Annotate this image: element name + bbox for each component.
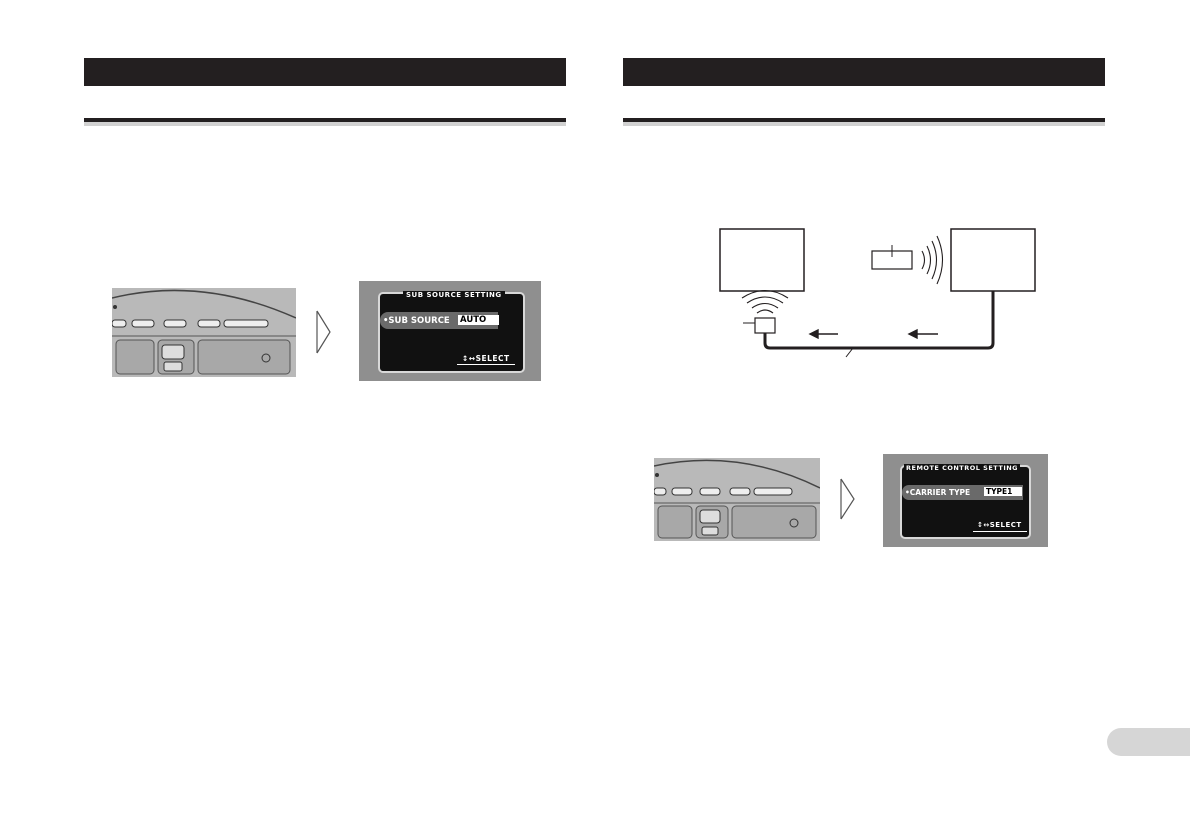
left-device-panel-illustration: [112, 288, 296, 377]
left-subheading-rule: [84, 118, 566, 122]
sub-source-setting-screen: SUB SOURCE SETTING •SUB SOURCE AUTO ↕↔SE…: [359, 281, 541, 381]
chevron-right-icon: [316, 310, 332, 354]
osd-header: REMOTE CONTROL SETTING: [904, 464, 1021, 472]
remote-control-setting-screen: REMOTE CONTROL SETTING •CARRIER TYPE TYP…: [883, 454, 1048, 547]
signal-waves-icon: [921, 235, 944, 285]
carrier-type-label: •CARRIER TYPE: [905, 488, 971, 497]
page-edge-tab: [1107, 728, 1190, 756]
right-section-title-bar: [623, 58, 1105, 86]
sub-source-label: •SUB SOURCE: [383, 316, 450, 326]
chevron-right-icon: [840, 478, 856, 520]
osd-header: SUB SOURCE SETTING: [403, 291, 505, 299]
ir-emitter-box: [754, 317, 776, 334]
right-subheading-rule: [623, 118, 1105, 122]
receiver-unit-box: [719, 228, 805, 292]
osd-hint-underline: [973, 531, 1027, 532]
right-device-panel-illustration: [654, 458, 820, 541]
arrow-left-icon: [808, 328, 938, 340]
carrier-type-value: TYPE1: [984, 487, 1022, 496]
receiver-signal-waves-icon: [741, 289, 789, 314]
source-unit-box: [950, 228, 1036, 292]
device-panel-drawing: [112, 288, 296, 377]
osd-select-hint: ↕↔SELECT: [977, 521, 1022, 529]
ir-cable: [763, 291, 995, 350]
remote-connection-diagram: [719, 228, 1036, 358]
right-subheading-rule-shadow: [623, 122, 1105, 126]
osd-hint-underline: [457, 364, 515, 365]
left-section-title-bar: [84, 58, 566, 86]
sub-source-value: AUTO: [458, 315, 499, 325]
osd-select-hint: ↕↔SELECT: [462, 354, 510, 363]
device-panel-drawing: [654, 458, 820, 541]
left-subheading-rule-shadow: [84, 122, 566, 126]
